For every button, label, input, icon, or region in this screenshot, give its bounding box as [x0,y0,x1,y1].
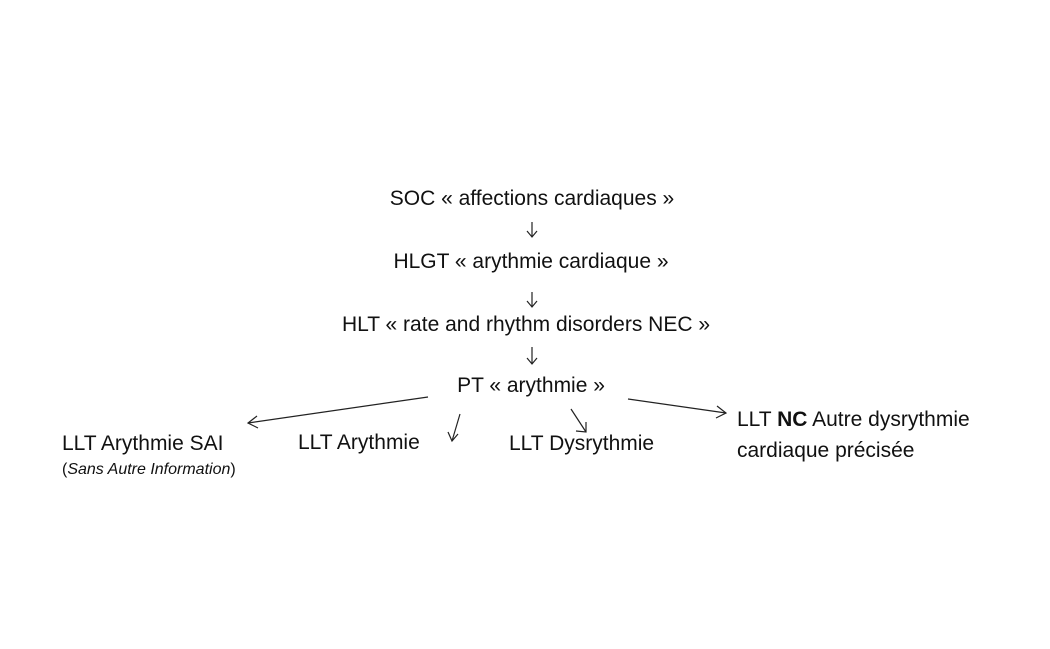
arrow-pt-to-llt-nc [627,398,728,419]
pt-label: PT « arythmie » [457,374,605,397]
arrow-soc-to-hlgt [526,222,538,238]
hlgt-label: HLGT « arythmie cardiaque » [393,250,669,273]
soc-label: SOC « affections cardiaques » [389,187,675,210]
llt-arythmie-sai-label: LLT Arythmie SAI [62,432,224,455]
llt-nc-line1: LLT NC Autre dysrythmie [737,408,970,432]
arrow-hlgt-to-hlt [526,292,538,308]
arrow-pt-to-llt-sai [246,396,429,429]
llt-nc-line2: cardiaque précisée [737,439,915,462]
llt-nc-bold: NC [777,408,808,431]
arrow-pt-to-llt-arythmie [447,413,461,443]
hlt-label: HLT « rate and rhythm disorders NEC » [341,313,711,336]
llt-nc-line1-rest: Autre dysrythmie [807,408,970,431]
note-open-paren: ( [62,461,68,478]
arrow-pt-to-llt-dysrythmie [570,408,587,433]
llt-arythmie-label: LLT Arythmie [298,431,420,454]
note-close-paren: ) [230,461,236,478]
llt-arythmie-sai-note: (Sans Autre Information) [62,461,236,479]
llt-nc-prefix: LLT [737,408,778,431]
note-italic-text: Sans Autre Information [67,461,231,478]
arrow-hlt-to-pt [526,347,538,365]
llt-dysrythmie-label: LLT Dysrythmie [509,432,655,455]
